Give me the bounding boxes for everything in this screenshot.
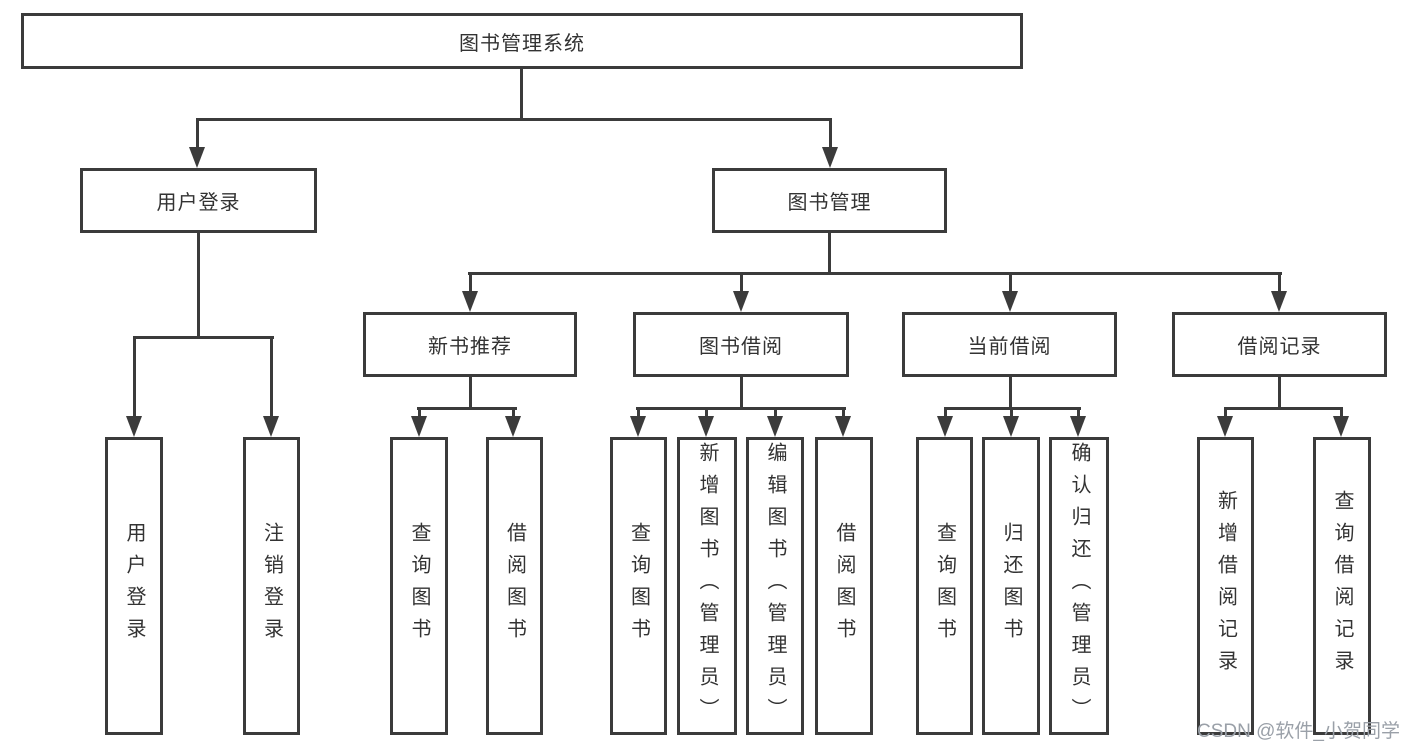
connector-newbook-stem	[469, 375, 472, 410]
connector-book-mgmt-stem	[828, 231, 831, 275]
connector	[637, 407, 640, 421]
arrow-down-icon	[411, 416, 427, 437]
connector	[196, 118, 199, 152]
leaf-user-login: 用户登录	[105, 437, 163, 735]
arrow-down-icon	[1003, 416, 1019, 437]
arrow-down-icon	[835, 416, 851, 437]
leaf-borrow-borrow-books: 借阅图书	[815, 437, 873, 735]
connector-user-login-rail	[133, 336, 274, 339]
leaf-borrow-query-books: 查询图书	[610, 437, 667, 735]
csdn-watermark: CSDN @软件_小贺同学	[1197, 721, 1400, 742]
leaf-borrow-edit-books-admin: 编辑图书（管理员）	[746, 437, 804, 735]
connector	[1278, 272, 1281, 296]
leaf-logout: 注销登录	[243, 437, 300, 735]
connector	[512, 407, 515, 421]
connector	[418, 407, 421, 421]
connector-user-login-stem	[197, 231, 200, 338]
connector	[270, 336, 273, 420]
arrow-down-icon	[630, 416, 646, 437]
connector	[1340, 407, 1343, 421]
connector	[842, 407, 845, 421]
arrow-down-icon	[1333, 416, 1349, 437]
leaf-newbook-borrow-books: 借阅图书	[486, 437, 543, 735]
node-book-borrow: 图书借阅	[633, 312, 849, 377]
connector	[1009, 272, 1012, 296]
connector	[1010, 407, 1013, 421]
node-current-borrow: 当前借阅	[902, 312, 1117, 377]
connector-records-stem	[1278, 375, 1281, 410]
connector	[740, 272, 743, 296]
arrow-down-icon	[937, 416, 953, 437]
leaf-records-add-borrow-record: 新增借阅记录	[1197, 437, 1254, 735]
arrow-down-icon	[505, 416, 521, 437]
arrow-down-icon	[1002, 291, 1018, 312]
arrow-down-icon	[698, 416, 714, 437]
connector-level3-rail	[468, 272, 1282, 275]
node-borrow-records: 借阅记录	[1172, 312, 1387, 377]
node-book-management: 图书管理	[712, 168, 947, 233]
connector-root-stem	[520, 67, 523, 118]
connector-borrow-stem	[740, 375, 743, 410]
connector	[774, 407, 777, 421]
leaf-current-return-books: 归还图书	[982, 437, 1040, 735]
connector	[133, 336, 136, 420]
arrow-down-icon	[189, 147, 205, 168]
leaf-newbook-query-books: 查询图书	[390, 437, 448, 735]
connector-level2-rail	[196, 118, 832, 121]
connector	[829, 118, 832, 152]
node-root: 图书管理系统	[21, 13, 1023, 69]
arrow-down-icon	[462, 291, 478, 312]
node-user-login: 用户登录	[80, 168, 317, 233]
connector-records-rail	[1224, 407, 1343, 410]
leaf-current-confirm-return-admin: 确认归还（管理员）	[1049, 437, 1109, 735]
arrow-down-icon	[263, 416, 279, 437]
arrow-down-icon	[767, 416, 783, 437]
node-new-book-recommend: 新书推荐	[363, 312, 577, 377]
arrow-down-icon	[1217, 416, 1233, 437]
arrow-down-icon	[1271, 291, 1287, 312]
connector-borrow-rail	[636, 407, 846, 410]
arrow-down-icon	[1070, 416, 1086, 437]
connector	[469, 272, 472, 296]
arrow-down-icon	[733, 291, 749, 312]
connector	[1077, 407, 1080, 421]
arrow-down-icon	[822, 147, 838, 168]
connector	[944, 407, 947, 421]
connector-current-stem	[1009, 375, 1012, 410]
arrow-down-icon	[126, 416, 142, 437]
leaf-borrow-add-books-admin: 新增图书（管理员）	[677, 437, 737, 735]
leaf-current-query-books: 查询图书	[916, 437, 973, 735]
connector	[1224, 407, 1227, 421]
connector	[705, 407, 708, 421]
leaf-records-query-borrow-record: 查询借阅记录	[1313, 437, 1371, 735]
connector-newbook-rail	[417, 407, 517, 410]
